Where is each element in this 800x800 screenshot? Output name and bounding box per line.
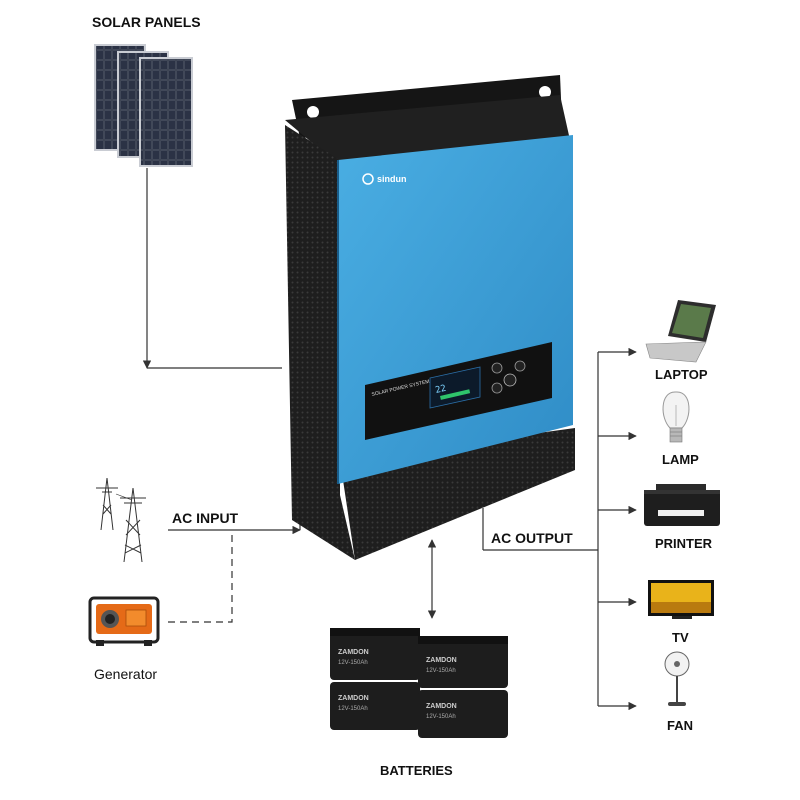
generator-icon [88,596,160,646]
generator-label: Generator [94,666,158,682]
printer-icon [644,484,720,526]
brand-logo-icon [362,173,374,185]
lamp-icon [662,391,690,443]
generator-dashed-line [168,530,233,623]
svg-text:12V-150Ah: 12V-150Ah [426,668,456,674]
tv-label: TV [672,630,689,645]
inverter-unit: sindun SOLAR POWER SYSTEM 22 [285,75,575,560]
solar-panels-icon [94,44,193,167]
solar-panels-label: SOLAR PANELS [92,14,201,30]
batteries-icon: ZAMDON 12V-150Ah ZAMDON 12V-150Ah ZAMDON… [330,628,508,738]
tv-icon [648,580,714,619]
battery-bottom-right: ZAMDON 12V-150Ah [418,690,508,738]
power-tower-icon [96,477,146,563]
battery-bottom-left: ZAMDON 12V-150Ah [330,682,420,730]
svg-text:ZAMDON: ZAMDON [426,703,457,710]
lamp-label: LAMP [662,452,699,467]
lcd-reading: 22 [434,384,447,396]
printer-label: PRINTER [655,536,713,551]
svg-text:ZAMDON: ZAMDON [426,657,457,664]
svg-text:12V-150Ah: 12V-150Ah [338,706,368,712]
laptop-label: LAPTOP [655,367,708,382]
svg-text:12V-150Ah: 12V-150Ah [338,660,368,666]
fan-label: FAN [667,718,693,733]
fan-icon [664,651,690,706]
laptop-icon [645,300,716,363]
control-buttons [491,360,526,394]
svg-text:12V-150Ah: 12V-150Ah [426,714,456,720]
battery-top-left: ZAMDON 12V-150Ah [330,628,420,680]
connection-lines [142,168,637,711]
svg-text:ZAMDON: ZAMDON [338,695,369,702]
batteries-label: BATTERIES [380,763,453,778]
svg-text:ZAMDON: ZAMDON [338,649,369,656]
ac-input-label: AC INPUT [172,510,239,526]
brand-name: sindun [377,174,407,184]
battery-top-right: ZAMDON 12V-150Ah [418,636,508,688]
ac-output-label: AC OUTPUT [491,530,573,546]
